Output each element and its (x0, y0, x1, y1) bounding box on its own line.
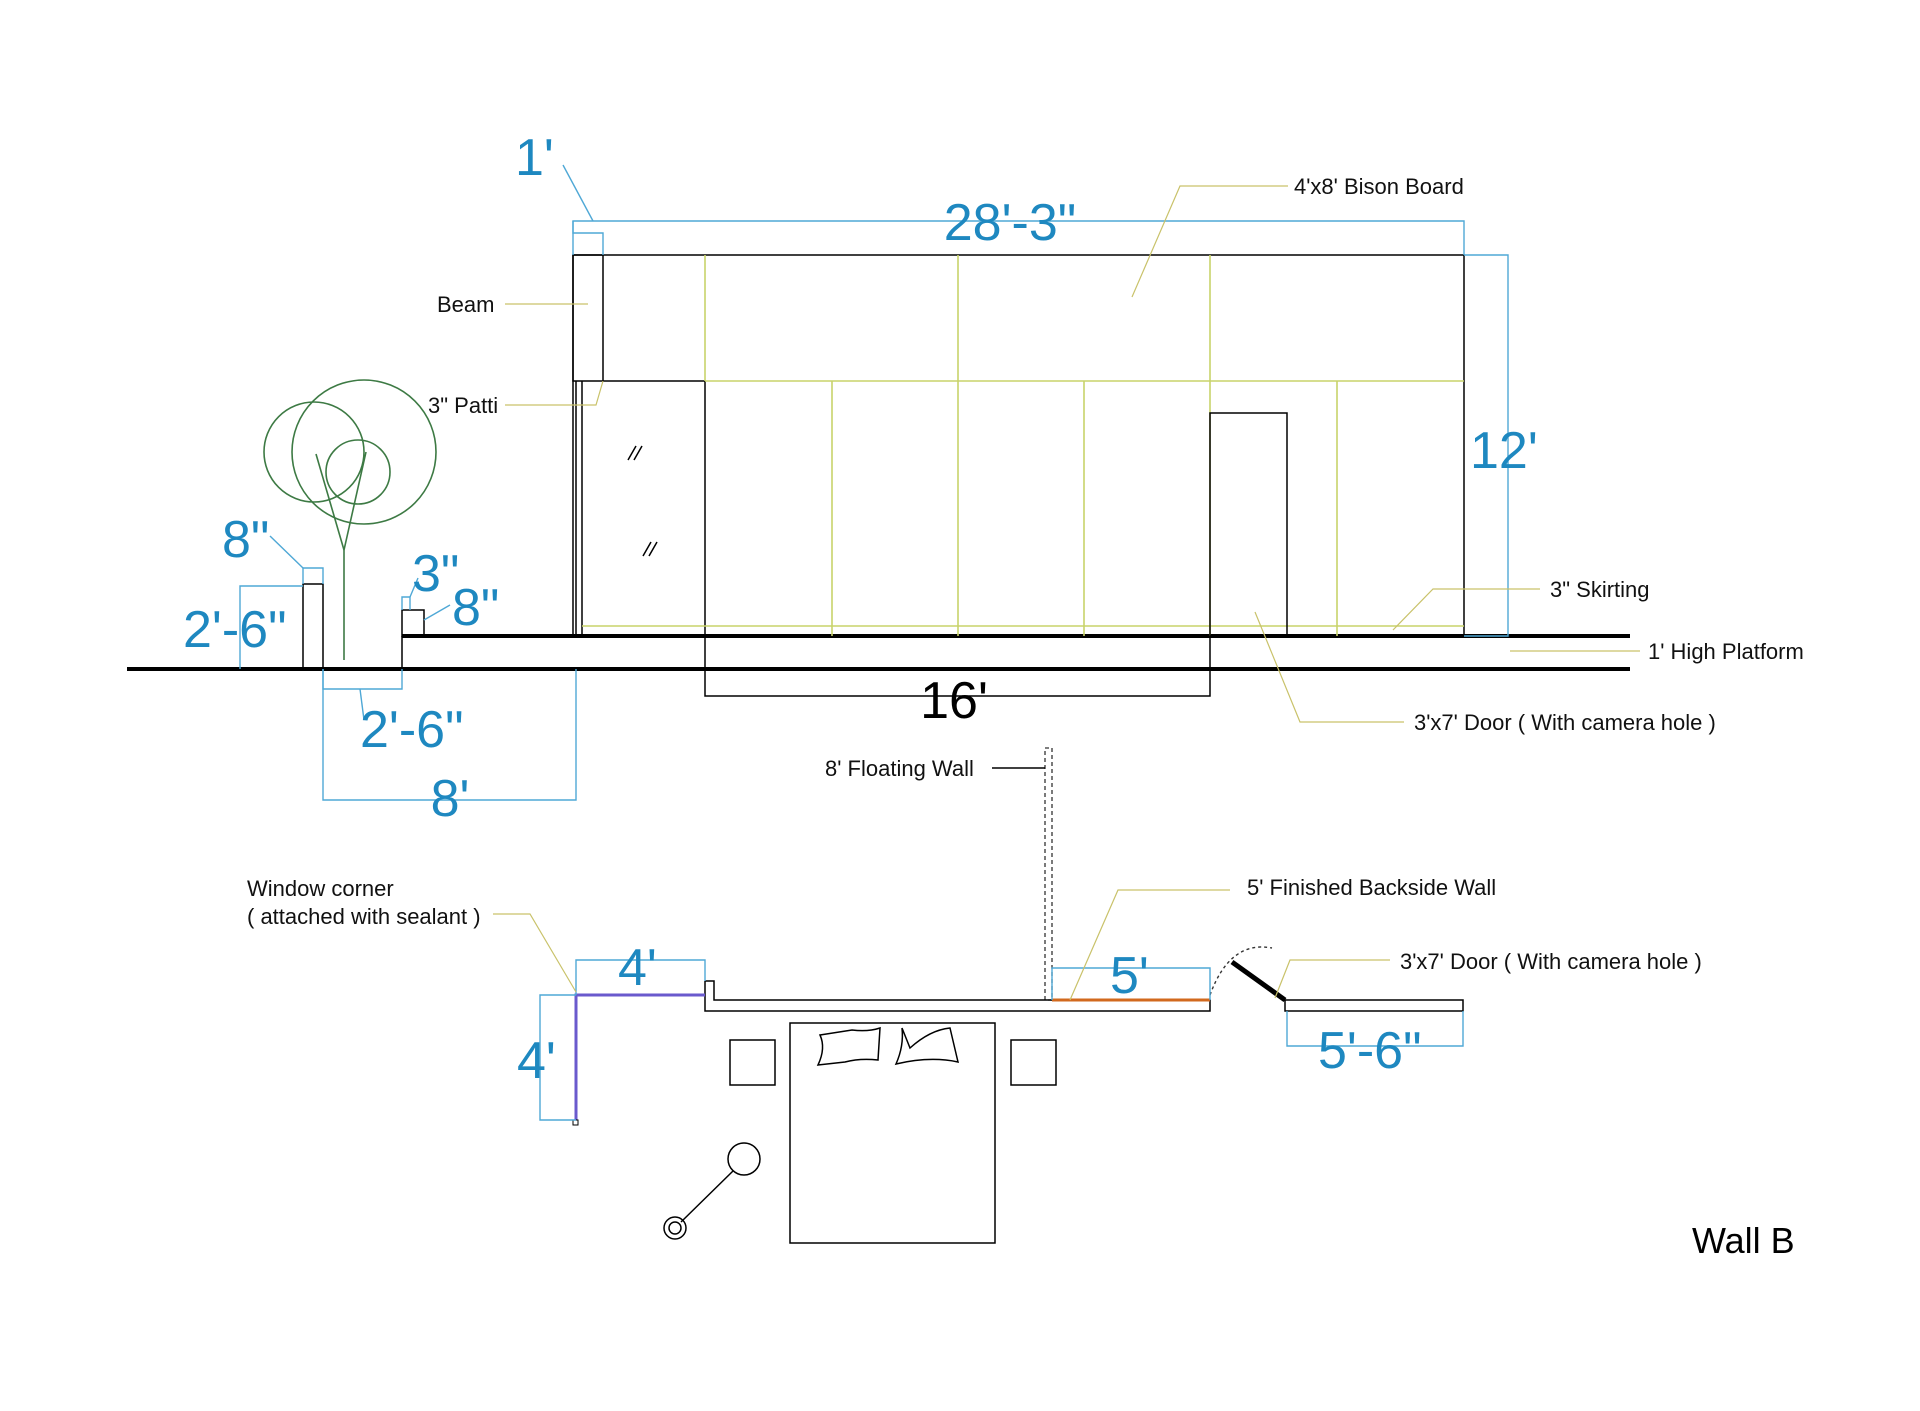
dim-planter-height: 2'-6" (183, 601, 287, 659)
elevation-leaders (505, 185, 1640, 723)
main-wall-outline (572, 254, 1465, 637)
label-skirting: 3" Skirting (1550, 577, 1650, 602)
label-finished-wall: 5' Finished Backside Wall (1247, 875, 1496, 900)
door-span-dim-line (704, 636, 1211, 697)
drawing-title: Wall B (1692, 1220, 1795, 1261)
plan-dimension-lines (539, 959, 1464, 1121)
plan-right-wall (1284, 999, 1464, 1012)
label-patti: 3" Patti (428, 393, 498, 418)
glass-mark-2 (633, 445, 643, 461)
door-elevation (1209, 412, 1288, 637)
dim-window-side: 4' (517, 1032, 556, 1090)
bison-board-grid (582, 255, 1464, 636)
dim-height: 12' (1470, 422, 1538, 480)
nightstand-left (729, 1039, 776, 1086)
floor-lamp-icon (663, 1142, 761, 1240)
nightstand-right (1010, 1039, 1057, 1086)
glass-mark-3 (642, 541, 652, 557)
label-beam: Beam (437, 292, 494, 317)
dim-small-step: 3" (412, 545, 459, 603)
label-floating-wall: 8' Floating Wall (825, 756, 974, 781)
beam (572, 254, 604, 382)
dim-window-top: 4' (618, 939, 657, 997)
plan-view: 8' Floating Wall Window corner ( attache… (247, 747, 1702, 1244)
floating-wall (1044, 747, 1053, 1001)
pillow-left-icon (816, 1026, 881, 1066)
plan-leaders (493, 889, 1390, 1001)
glass-mark-4 (648, 541, 658, 557)
dim-beam-width: 1' (515, 129, 554, 187)
bed (789, 1022, 996, 1244)
window-corner (574, 993, 705, 1120)
dim-planter-top: 8" (222, 511, 269, 569)
label-platform: 1' High Platform (1648, 639, 1804, 664)
elevation-dimension-lines (239, 164, 1509, 801)
dim-step-width: 8" (452, 579, 499, 637)
elevation-view: 28'-3" 1' 12' 16' 2'-6" 8" 3" 8" 2'-6" 8… (127, 129, 1804, 828)
dim-total-width: 28'-3" (944, 194, 1076, 252)
planter-step (401, 609, 425, 637)
pillow-right-icon (894, 1027, 960, 1066)
glass-mark-1 (627, 445, 637, 461)
label-door-plan: 3'x7' Door ( With camera hole ) (1400, 949, 1702, 974)
label-window-corner: Window corner (247, 876, 394, 901)
dim-door-span: 16' (920, 672, 988, 730)
label-bison-board: 4'x8' Bison Board (1294, 174, 1464, 199)
dim-offset: 8' (431, 770, 470, 828)
planter-wall (302, 583, 324, 670)
dim-finished-wall: 5' (1110, 947, 1149, 1005)
dim-right-wall: 5'-6" (1318, 1022, 1422, 1080)
dim-planter-width: 2'-6" (360, 701, 464, 759)
tree-icon (263, 379, 437, 660)
label-window-corner-note: ( attached with sealant ) (247, 904, 481, 929)
label-door-elevation: 3'x7' Door ( With camera hole ) (1414, 710, 1716, 735)
